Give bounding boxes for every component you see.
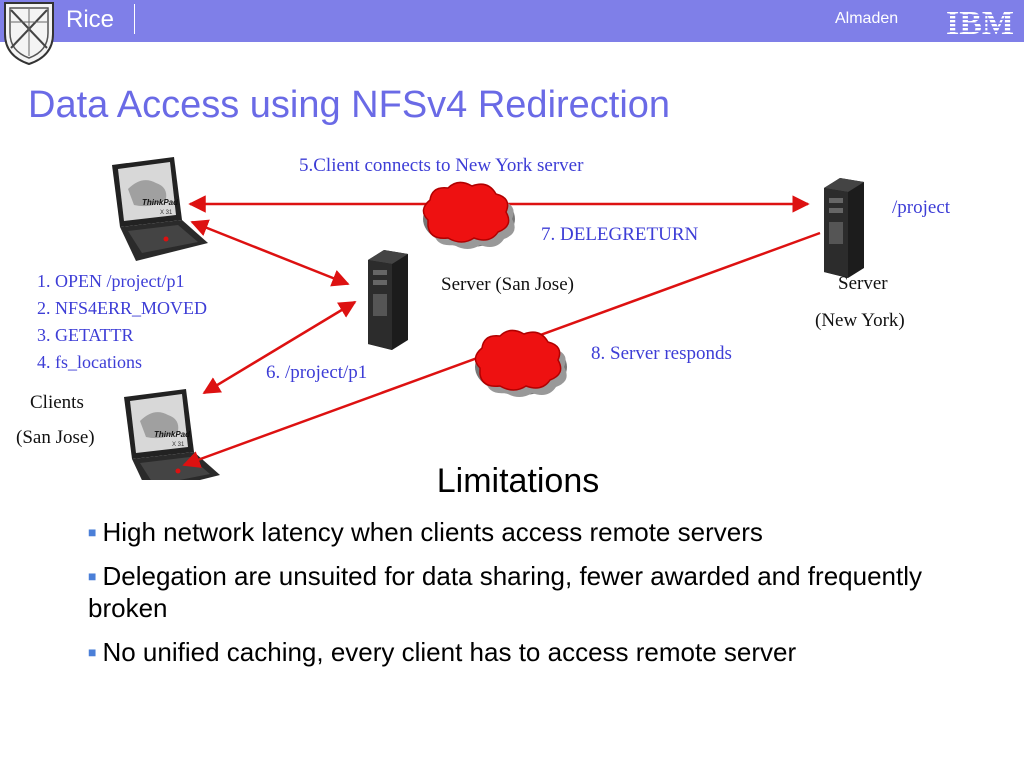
limitation-item: ■ No unified caching, every client has to… xyxy=(88,636,988,668)
step-7-label: 7. DELEGRETURN xyxy=(541,224,699,245)
server-san-jose-icon xyxy=(368,250,408,350)
step-8-label: 8. Server responds xyxy=(591,343,732,364)
arrow-sanjose-client-bottom xyxy=(202,300,357,395)
limitations-title: Limitations xyxy=(436,462,600,500)
network-cloud-bottom-icon xyxy=(474,329,568,398)
server-new-york-location: (New York) xyxy=(815,310,905,331)
step-item: 1. OPEN /project/p1 xyxy=(37,271,185,291)
server-new-york-icon xyxy=(824,178,864,278)
step-5-label: 5.Client connects to New York server xyxy=(299,155,584,176)
bullet-square-icon: ■ xyxy=(88,524,97,540)
brand-name: Rice xyxy=(66,6,115,33)
lab-name: Almaden xyxy=(835,10,899,27)
laptop-brand-label: ThinkPad xyxy=(142,198,179,207)
ibm-logo-icon: IBM xyxy=(946,5,1014,38)
arrow-client-sanjose-top xyxy=(190,219,350,287)
limitation-item: ■Delegation are unsuited for data sharin… xyxy=(88,560,988,624)
ibm-logo-text: IBM xyxy=(946,5,1014,38)
limitations-list: ■ High network latency when clients acces… xyxy=(88,516,988,680)
step-item: 4. fs_locations xyxy=(37,352,142,372)
laptop-model-label: X 31 xyxy=(172,442,185,448)
step-item: 2. NFS4ERR_MOVED xyxy=(37,298,208,318)
laptop-model-label: X 31 xyxy=(160,210,173,216)
laptop-bottom-icon: ThinkPad X 31 xyxy=(124,389,220,480)
server-san-jose-label: Server (San Jose) xyxy=(441,274,574,295)
page-title: Data Access using NFSv4 Redirection xyxy=(28,84,671,126)
limitation-text: High network latency when clients access… xyxy=(102,517,763,547)
limitation-item: ■ High network latency when clients acces… xyxy=(88,516,988,548)
step-item: 3. GETATTR xyxy=(37,325,134,345)
client-steps-list: 1. OPEN /project/p1 2. NFS4ERR_MOVED 3. … xyxy=(37,268,207,376)
limitation-text: Delegation are unsuited for data sharing… xyxy=(88,561,922,623)
bullet-square-icon: ■ xyxy=(88,644,97,660)
bullet-square-icon: ■ xyxy=(88,568,97,584)
brand-divider xyxy=(134,4,135,34)
redirection-diagram: ThinkPad X 31 ThinkPad X 31 xyxy=(112,157,864,480)
crest-icon xyxy=(4,2,54,66)
export-path-label: /project xyxy=(892,197,951,218)
laptop-top-icon: ThinkPad X 31 xyxy=(112,157,208,261)
clients-label: Clients xyxy=(30,392,84,413)
server-new-york-label: Server xyxy=(838,273,888,294)
network-cloud-top-icon xyxy=(422,181,516,250)
laptop-brand-label: ThinkPad xyxy=(154,430,191,439)
header-bar xyxy=(0,0,1024,42)
clients-location: (San Jose) xyxy=(16,427,95,448)
limitation-text: No unified caching, every client has to … xyxy=(102,637,797,667)
step-6-label: 6. /project/p1 xyxy=(266,362,368,383)
